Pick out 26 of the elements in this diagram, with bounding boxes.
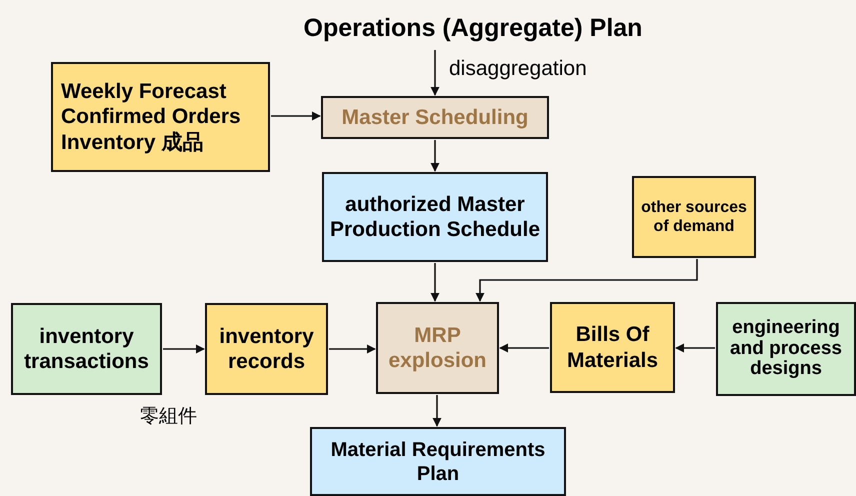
arrow [675, 344, 715, 352]
source-box: inventory transactions [11, 303, 162, 395]
source-box: engineering and process designs [716, 302, 856, 396]
arrow [499, 344, 549, 352]
arrow [432, 395, 442, 427]
arrow [329, 344, 376, 354]
arrow [476, 259, 698, 302]
input-text: Weekly Forecast [61, 79, 226, 104]
input-box: other sources of demand [632, 176, 756, 258]
process-box: MRP explosion [376, 302, 499, 394]
arrow [430, 50, 440, 96]
output-box: authorized Master Production Schedule [322, 172, 548, 262]
input-box [51, 62, 270, 172]
arrow [163, 344, 205, 354]
input-text: Confirmed Orders [61, 104, 241, 130]
input-box: inventory records [205, 303, 328, 395]
arrow [430, 263, 440, 302]
edge-label: disaggregation [449, 57, 587, 81]
arrow [271, 112, 321, 120]
process-box: Master Scheduling [321, 96, 549, 139]
note-label: 零組件 [140, 405, 197, 429]
diagram-title: Operations (Aggregate) Plan [270, 10, 676, 46]
arrow [430, 140, 440, 172]
output-box: Material Requirements Plan [310, 427, 566, 496]
input-text: Inventory 成品 [61, 130, 204, 155]
input-box: Bills Of Materials [550, 302, 675, 393]
